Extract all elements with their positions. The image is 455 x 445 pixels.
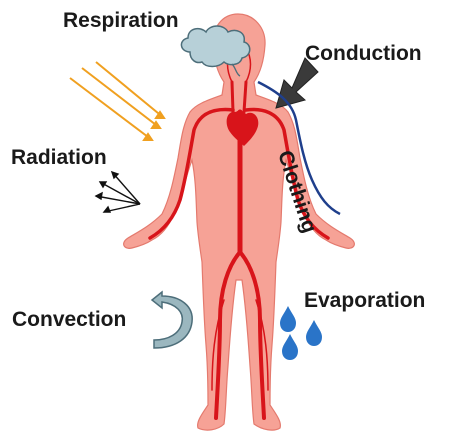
arrow-icon (104, 204, 140, 212)
evaporation-label: Evaporation (304, 290, 425, 311)
curved-arrow-icon (152, 292, 192, 348)
neck-artery-right (244, 82, 246, 112)
radiation-emission-arrows (96, 172, 140, 212)
arrow-icon (96, 193, 140, 204)
water-drops (280, 306, 322, 360)
conduction-arrow (276, 58, 318, 108)
respiration-label: Respiration (63, 10, 179, 31)
ray-icon (70, 78, 152, 140)
convection-label: Convection (12, 309, 126, 330)
water-drop-icon (282, 334, 298, 360)
ray-icon (82, 68, 160, 128)
arrow-icon (276, 58, 318, 108)
radiation-rays (70, 62, 164, 140)
ray-icon (96, 62, 164, 118)
conduction-label: Conduction (305, 43, 422, 64)
water-drop-icon (306, 320, 322, 346)
water-drop-icon (280, 306, 296, 332)
neck-artery-left (232, 82, 233, 112)
radiation-label: Radiation (11, 147, 107, 168)
